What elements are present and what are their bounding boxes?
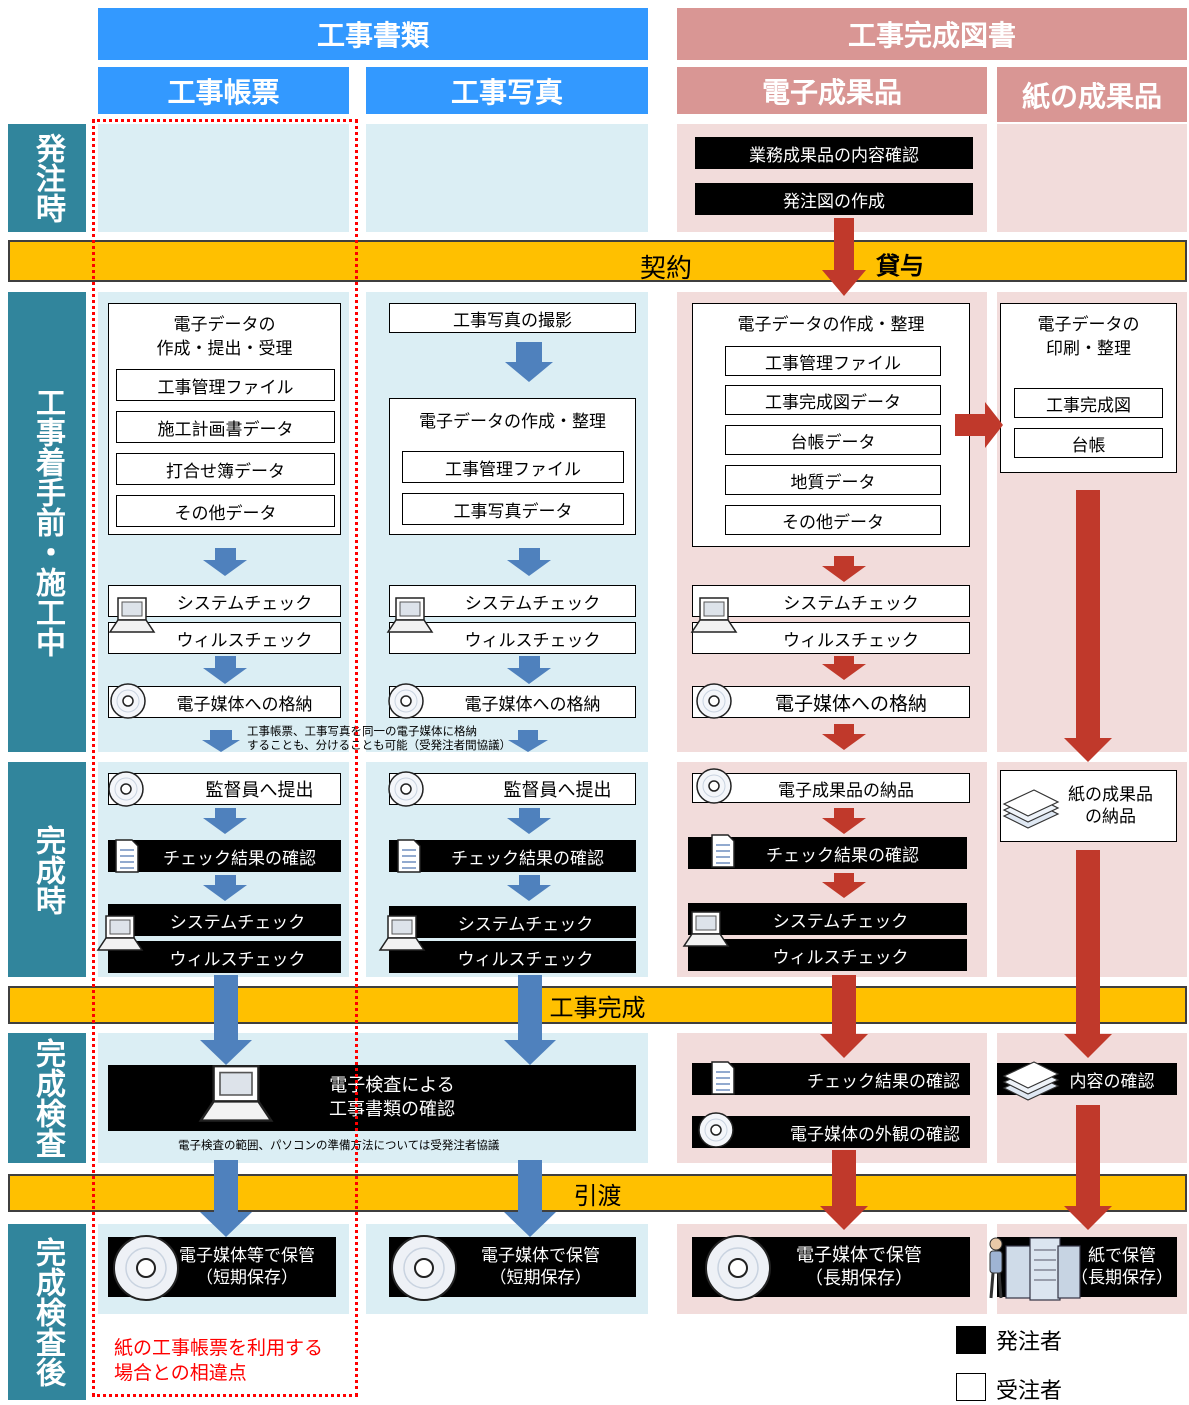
order-drawing-box: 発注図の作成 bbox=[695, 183, 973, 215]
paper-deliver: 紙の成果品 の納品 bbox=[1000, 770, 1177, 842]
elec-appearance: 電子媒体の外観の確認 bbox=[692, 1116, 970, 1148]
ledger-virus-check2: ウィルスチェック bbox=[108, 941, 341, 973]
server-icon bbox=[989, 1237, 1081, 1301]
diff-outline bbox=[92, 119, 358, 1397]
header-completion: 工事完成図書 bbox=[677, 8, 1187, 60]
elec-system-check2: システムチェック bbox=[688, 903, 967, 935]
phase-inspection: 完成検査 bbox=[8, 1033, 86, 1163]
band-handover: 引渡 bbox=[8, 1174, 1187, 1212]
header-paper: 紙の成果品 bbox=[997, 67, 1187, 122]
phase-after: 完成検査後 bbox=[8, 1224, 86, 1400]
photo-shoot-box: 工事写真の撮影 bbox=[389, 303, 636, 333]
ledger-item-2: 打合せ簿データ bbox=[116, 453, 335, 485]
paper-data-title: 電子データの 印刷・整理 bbox=[1037, 315, 1140, 359]
elec-item-3: 地質データ bbox=[725, 465, 941, 495]
elec-store: 電子媒体への格納 bbox=[692, 686, 970, 718]
elec-virus-check: ウィルスチェック bbox=[692, 622, 970, 654]
elec-item-2: 台帳データ bbox=[725, 425, 941, 455]
elec-check-result3: チェック結果の確認 bbox=[692, 1063, 970, 1095]
photo-virus-check: ウィルスチェック bbox=[389, 622, 636, 654]
media-note: 工事帳票、工事写真を同一の電子媒体に格納 することも、分けることも可能（受発注者… bbox=[247, 724, 512, 753]
order-confirm-box: 業務成果品の内容確認 bbox=[695, 137, 973, 169]
elec-deliver: 電子成果品の納品 bbox=[692, 773, 970, 803]
elec-item-4: その他データ bbox=[725, 505, 941, 535]
ledger-system-check2: システムチェック bbox=[108, 904, 341, 936]
cell-order-photo bbox=[366, 124, 648, 232]
ledger-system-check: システムチェック bbox=[108, 585, 341, 617]
band-contract: 契約 貸与 bbox=[8, 240, 1187, 284]
elec-item-0: 工事管理ファイル bbox=[725, 346, 941, 376]
inspection-note: 電子検査の範囲、パソコンの準備方法については受発注者協議 bbox=[178, 1138, 500, 1152]
legend-contractor-swatch bbox=[956, 1373, 986, 1401]
photo-store: 電子媒体への格納 bbox=[389, 686, 636, 718]
photo-item-0: 工事管理ファイル bbox=[402, 451, 624, 483]
paper-item-1: 台帳 bbox=[1014, 428, 1163, 458]
header-ledger: 工事帳票 bbox=[98, 67, 349, 114]
header-docs: 工事書類 bbox=[98, 8, 648, 60]
photo-system-check2: システムチェック bbox=[389, 906, 636, 938]
band-contract-label: 契約 bbox=[640, 254, 693, 284]
legend-orderer-label: 発注者 bbox=[996, 1330, 1063, 1355]
elec-data-title: 電子データの作成・整理 bbox=[737, 315, 925, 335]
legend-orderer-swatch bbox=[956, 1326, 986, 1354]
photo-system-check: システムチェック bbox=[389, 585, 636, 617]
ledger-store: 電子媒体への格納 bbox=[108, 686, 341, 718]
elec-system-check: システムチェック bbox=[692, 585, 970, 617]
photo-submit: 監督員へ提出 bbox=[389, 773, 636, 805]
photo-check-result: チェック結果の確認 bbox=[389, 840, 636, 872]
ledger-check-result: チェック結果の確認 bbox=[108, 840, 341, 872]
ledger-data-title: 電子データの 作成・提出・受理 bbox=[156, 315, 293, 359]
diff-note: 紙の工事帳票を利用する 場合との相違点 bbox=[114, 1337, 324, 1384]
elec-item-1: 工事完成図データ bbox=[725, 385, 941, 415]
legend-contractor-label: 受注者 bbox=[996, 1379, 1063, 1404]
photo-data-title: 電子データの作成・整理 bbox=[419, 412, 606, 432]
ledger-item-3: その他データ bbox=[116, 495, 335, 527]
band-lend-label: 貸与 bbox=[876, 252, 924, 280]
band-done: 工事完成 bbox=[8, 986, 1187, 1024]
elec-virus-check2: ウィルスチェック bbox=[688, 939, 967, 971]
phase-construction: 工事着手前・施工中 bbox=[8, 292, 86, 752]
cell-order-ledger bbox=[98, 124, 349, 232]
photo-item-1: 工事写真データ bbox=[402, 493, 624, 525]
header-photo: 工事写真 bbox=[366, 67, 648, 114]
phase-order: 発注時 bbox=[8, 124, 86, 232]
photo-virus-check2: ウィルスチェック bbox=[389, 941, 636, 973]
ledger-item-0: 工事管理ファイル bbox=[116, 369, 335, 401]
header-electronic: 電子成果品 bbox=[677, 67, 987, 114]
cell-order-paper bbox=[997, 124, 1187, 232]
docs-e-inspection: 電子検査による 工事書類の確認 bbox=[108, 1065, 636, 1131]
ledger-submit: 監督員へ提出 bbox=[108, 773, 341, 805]
phase-complete: 完成時 bbox=[8, 762, 86, 977]
paper-item-0: 工事完成図 bbox=[1014, 388, 1163, 418]
ledger-item-1: 施工計画書データ bbox=[116, 411, 335, 443]
